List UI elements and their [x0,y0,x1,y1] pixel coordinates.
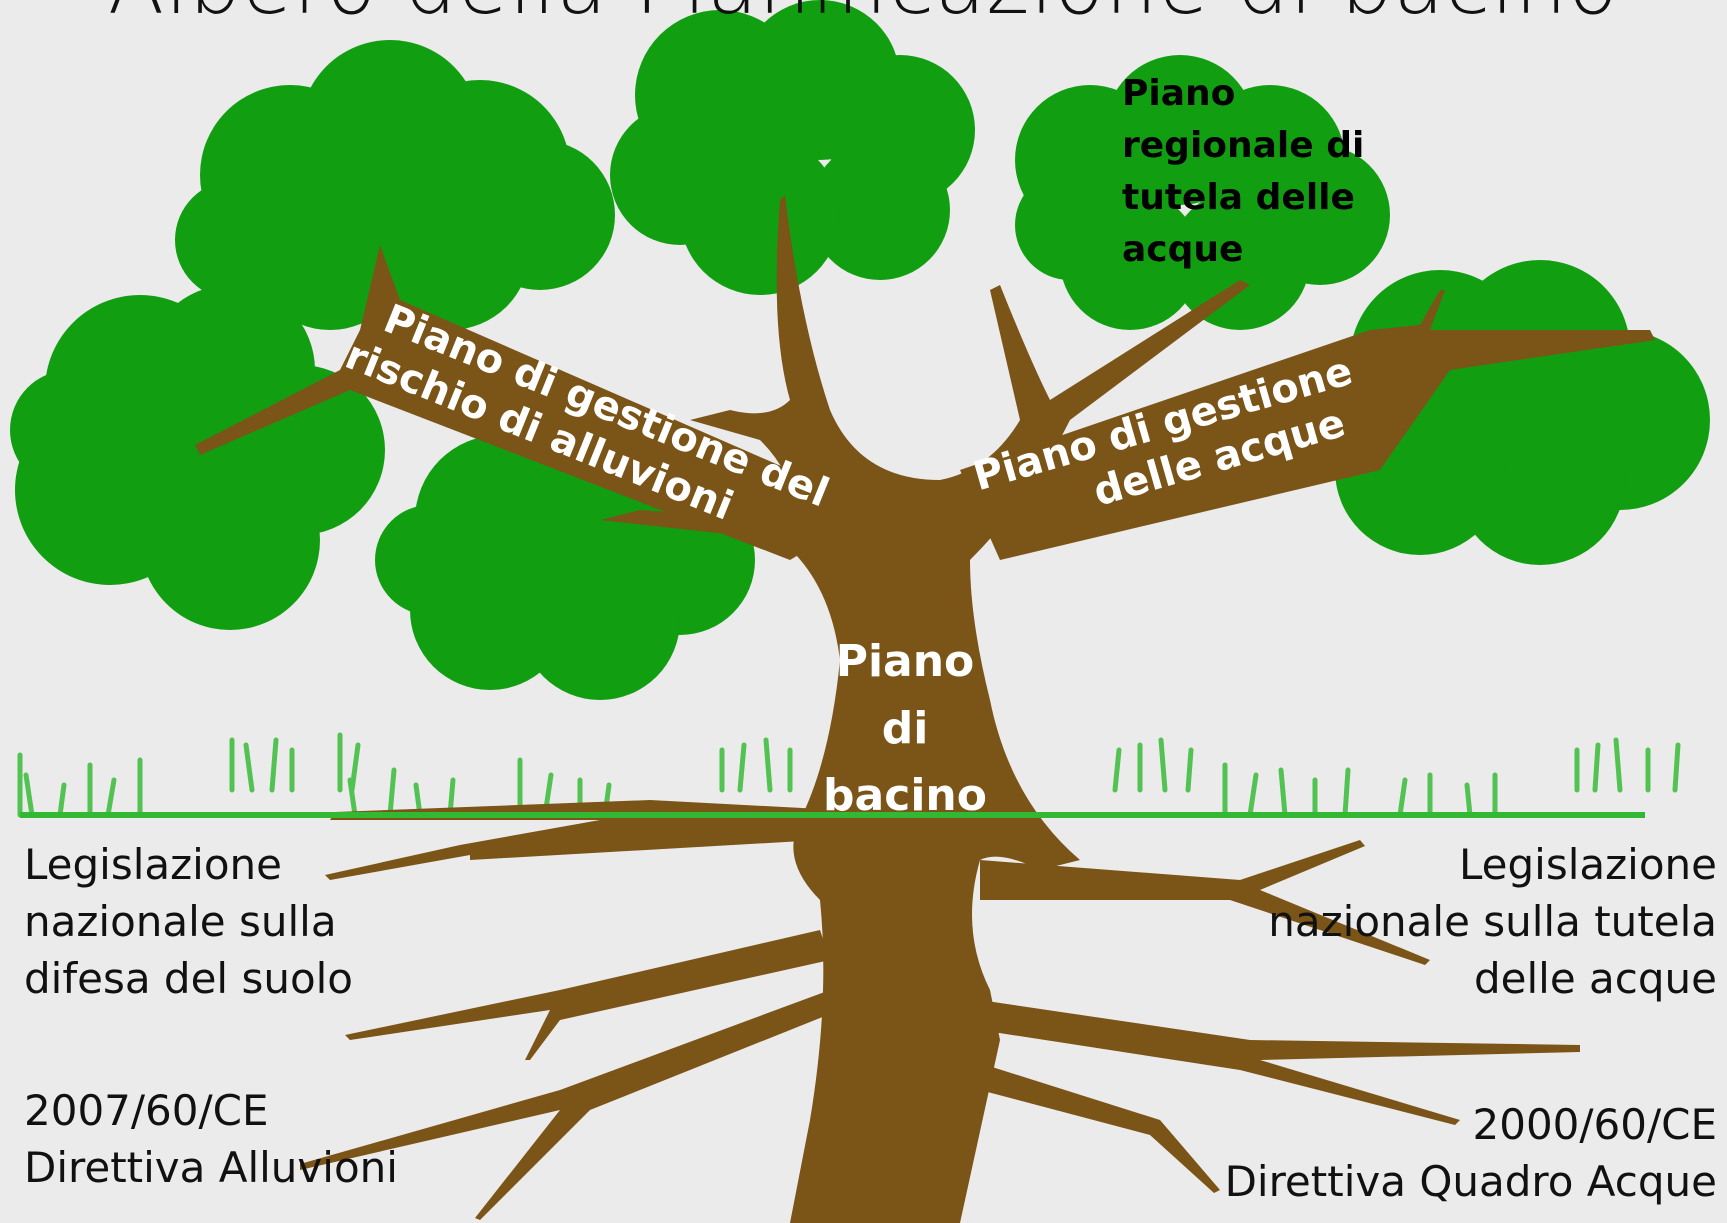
root-right-upper [980,840,1430,965]
grass [17,732,1681,818]
branch-label-line: Piano [1122,73,1236,114]
branch-label-line: tutela delle [1122,177,1355,218]
trunk-label: Piano di bacino [805,628,1005,829]
root-label-line: nazionale sulla tutela [1268,897,1717,946]
root-right-lower [970,1060,1220,1193]
ground-line [20,812,1645,818]
branch-water [960,290,1655,560]
root-label-left-law: Legislazione nazionale sulla difesa del … [24,836,353,1007]
branch-flood [195,245,840,560]
trunk-label-line: bacino [823,770,987,821]
trunk-label-line: Piano [835,636,975,687]
root-label-left-directive: 2007/60/CE Direttiva Alluvioni [24,1082,398,1196]
branch-label-line: regionale di [1122,125,1365,166]
trunk-label-line: di [881,703,929,754]
root-label-line: Legislazione [24,840,282,889]
root-label-line: nazionale sulla [24,897,337,946]
root-label-line: Legislazione [1459,840,1717,889]
root-left-lower [300,990,840,1220]
page-title: Albero della Pianificazione di bacino [0,0,1727,33]
root-label-right-law: Legislazione nazionale sulla tutela dell… [1268,836,1717,1007]
root-left-middle [345,930,830,1060]
root-left-upper [325,800,840,880]
root-label-line: Direttiva Quadro Acque [1224,1157,1717,1206]
root-label-right-directive: 2000/60/CE Direttiva Quadro Acque [1225,1096,1717,1210]
tree-trunk [600,195,1250,1223]
foliage [10,0,1710,700]
root-label-line: Direttiva Alluvioni [24,1143,398,1192]
tree [195,195,1655,1223]
foliage-cloud-top-right [1015,55,1390,330]
root-label-line: 2007/60/CE [24,1086,269,1135]
branch-label-line: acque [1122,229,1244,270]
branch-label-regional: Piano regionale di tutela delle acque [1122,68,1364,276]
foliage-cloud-top-center [610,0,975,295]
root-label-line: delle acque [1474,954,1717,1003]
root-right-middle [980,1000,1580,1125]
root-label-line: difesa del suolo [24,954,354,1003]
foliage-cloud-left [10,285,385,630]
root-label-line: 2000/60/CE [1472,1100,1718,1149]
